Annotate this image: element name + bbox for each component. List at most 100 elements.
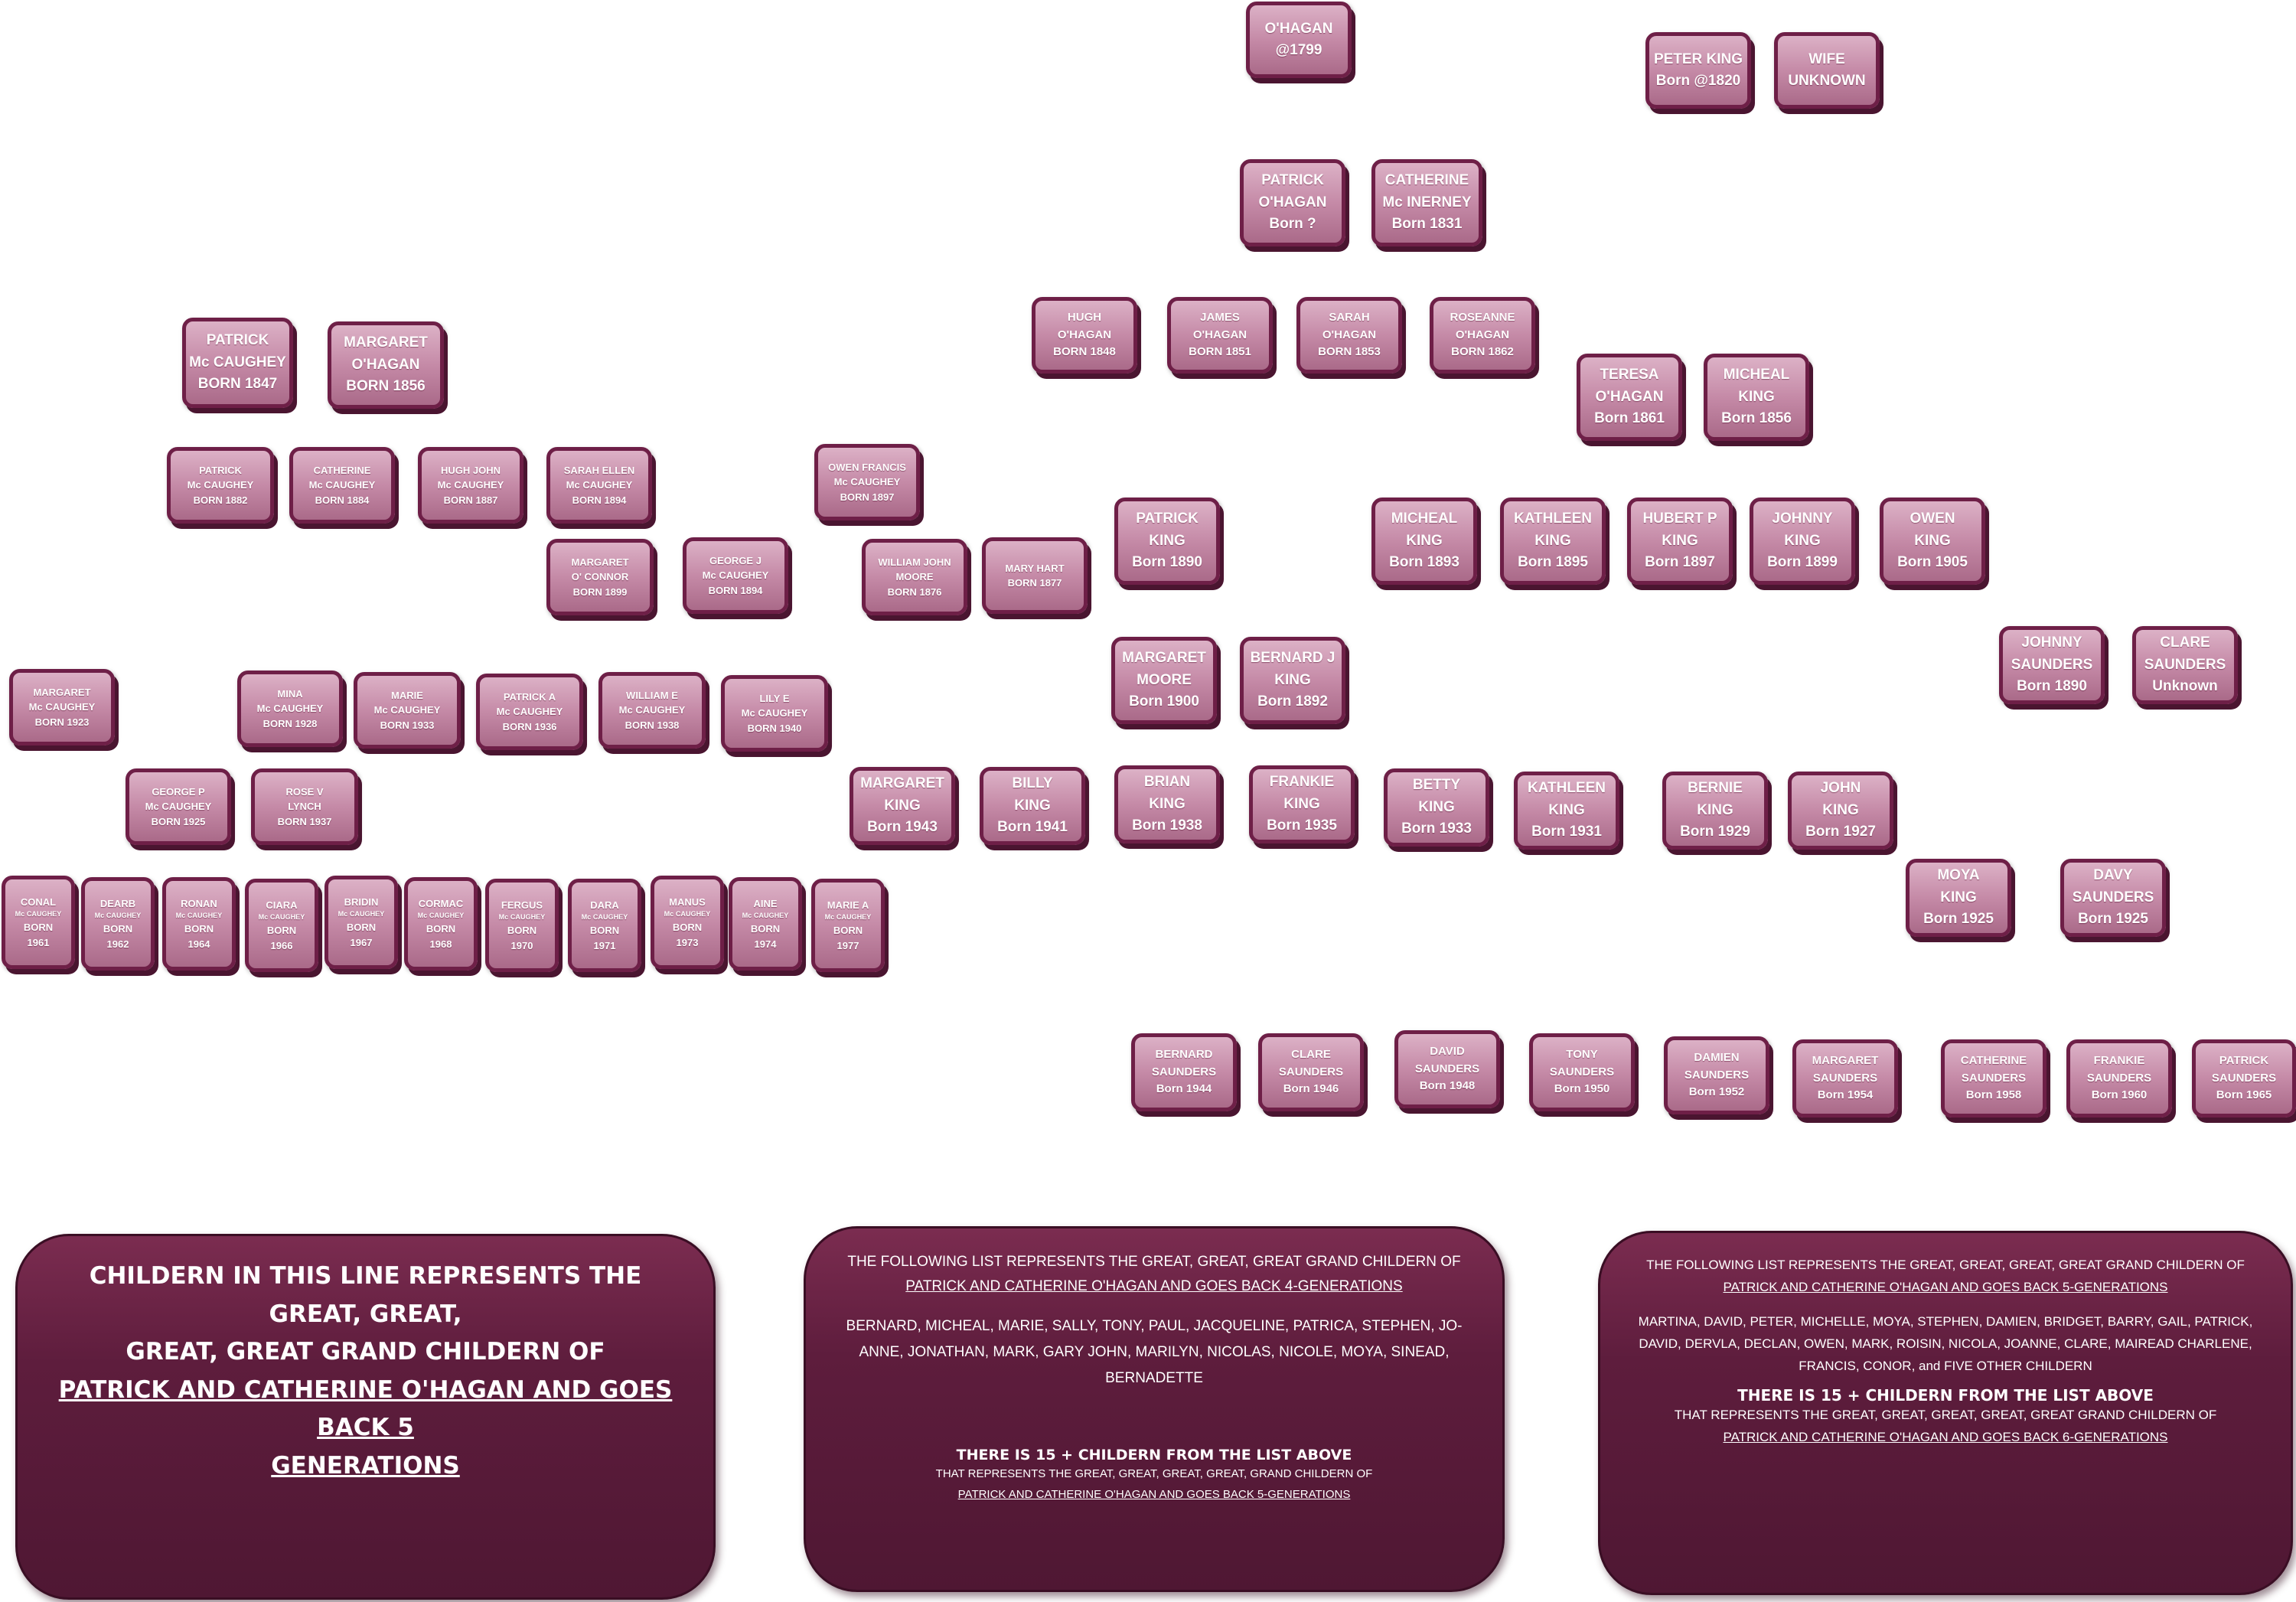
person-line: KING — [1406, 532, 1443, 549]
person-line: Born 1899 — [1767, 554, 1838, 571]
person-line: DAVID — [1430, 1045, 1465, 1059]
person-line: BORN — [426, 923, 456, 935]
person-line: BORN 1937 — [277, 815, 332, 827]
person-line: MARIE — [391, 689, 423, 701]
person-line: 1962 — [106, 938, 129, 950]
person-line: SAUNDERS — [1414, 1062, 1480, 1075]
person-line: SAUNDERS — [1278, 1065, 1344, 1078]
person-line: Born 1941 — [997, 819, 1068, 836]
person-line: JOHN — [1820, 780, 1861, 797]
person-line: Born 1954 — [1817, 1088, 1874, 1102]
person-line: Born 1890 — [2017, 678, 2087, 695]
person-line: BORN 1877 — [1007, 577, 1062, 589]
person-line: Mc CAUGHEY — [702, 569, 769, 582]
person-line: Mc CAUGHEY — [308, 479, 376, 491]
person-line: BERNARD — [1155, 1048, 1213, 1062]
person-line: MARY HART — [1005, 562, 1065, 574]
note-left-line1: CHILDERN IN THIS LINE REPRESENTS THE GRE… — [89, 1262, 642, 1328]
person-line: Mc CAUGHEY — [417, 912, 465, 920]
person-line: MICHEAL — [1723, 367, 1790, 383]
person-line: Mc CAUGHEY — [256, 703, 324, 715]
person-line: DEARB — [99, 897, 136, 909]
person-line: Mc CAUGHEY — [437, 479, 504, 491]
note-left: CHILDERN IN THIS LINE REPRESENTS THE GRE… — [15, 1234, 716, 1600]
person-line: KING — [1283, 795, 1320, 812]
note-middle-heading: THERE IS 15 + CHILDERN FROM THE LIST ABO… — [956, 1447, 1352, 1464]
person-line: 1968 — [429, 938, 452, 950]
person-line: O'HAGAN — [1455, 328, 1510, 341]
person-line: PATRICK — [199, 464, 242, 476]
person-line: BORN — [589, 925, 620, 937]
person-line: BORN 1848 — [1053, 345, 1116, 359]
person-line: Born 1948 — [1419, 1079, 1476, 1093]
person-line: HUGH — [1067, 311, 1102, 325]
person-line: BORN 1851 — [1189, 345, 1251, 359]
person-line: SAUNDERS — [1812, 1071, 1878, 1085]
person-line: TONY — [1566, 1048, 1598, 1062]
person-line: WILLIAM JOHN — [878, 556, 951, 568]
person-line: O'HAGAN — [351, 356, 420, 373]
person-line: Born 1856 — [1721, 410, 1792, 427]
person-line: JOHNNY — [2021, 635, 2082, 651]
person-line: Born 1931 — [1531, 824, 1602, 840]
person-line: PATRICK — [206, 332, 269, 349]
person-line: BORN 1940 — [747, 722, 802, 734]
person-line: KING — [1548, 801, 1585, 818]
person-line: DAMIEN — [1694, 1051, 1740, 1065]
person-line: FRANKIE — [1269, 774, 1335, 791]
person-line: GEORGE P — [152, 785, 205, 798]
person-line: MARGARET — [860, 775, 944, 792]
person-line: BETTY — [1412, 777, 1461, 794]
person-line: BORN 1938 — [625, 719, 680, 731]
note-right-intro: THE FOLLOWING LIST REPRESENTS THE GREAT,… — [1646, 1258, 2245, 1272]
person-line: 1970 — [510, 939, 533, 951]
person-line: Mc CAUGHEY — [175, 912, 223, 920]
person-line: KING — [884, 797, 921, 814]
person-line: Born 1892 — [1257, 693, 1328, 710]
person-line: PATRICK A — [503, 690, 556, 703]
person-line: ROSEANNE — [1450, 311, 1515, 325]
person-line: OWEN — [1910, 511, 1955, 527]
person-line: SARAH — [1329, 311, 1370, 325]
person-line: BORN 1899 — [572, 586, 628, 598]
person-line: KING — [1662, 532, 1698, 549]
note-right: THE FOLLOWING LIST REPRESENTS THE GREAT,… — [1598, 1231, 2293, 1595]
person-line: KING — [1534, 532, 1571, 549]
person-line: KATHLEEN — [1527, 780, 1606, 797]
person-line: BRIDIN — [344, 896, 379, 908]
person-line: CATHERINE — [1960, 1054, 2027, 1068]
person-line: O'HAGAN — [1258, 194, 1327, 210]
person-line: CATHERINE — [1384, 172, 1469, 189]
person-line: MICHEAL — [1391, 511, 1458, 527]
person-line: O'HAGAN — [1192, 328, 1247, 341]
person-line: LILY E — [759, 692, 790, 704]
person-line: Born 1960 — [2091, 1088, 2148, 1102]
note-middle-intro: THE FOLLOWING LIST REPRESENTS THE GREAT,… — [847, 1254, 1461, 1270]
person-line: BORN 1862 — [1451, 345, 1514, 359]
person-line: Mc CAUGHEY — [258, 913, 305, 922]
person-line: Mc CAUGHEY — [664, 910, 711, 918]
person-line: Born 1861 — [1594, 410, 1665, 427]
person-line: MARGARET — [344, 334, 428, 351]
person-line: BORN 1887 — [443, 494, 498, 506]
